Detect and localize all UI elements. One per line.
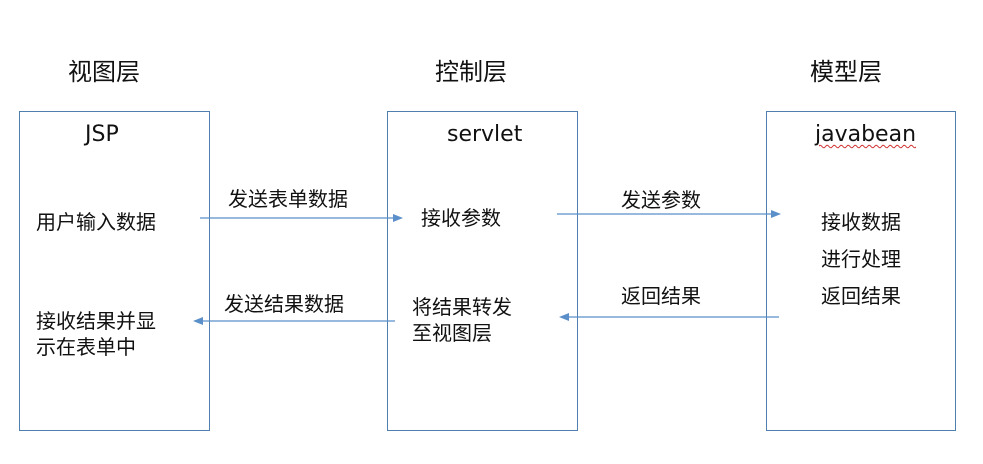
model-layer-title: 模型层 (810, 58, 882, 86)
controller-layer-box (387, 111, 578, 431)
arrowhead-controller-to-view (193, 317, 203, 325)
view-layer-box (19, 111, 210, 431)
display-result-line-1: 接收结果并显 (36, 309, 156, 333)
send-params-label: 发送参数 (621, 188, 701, 212)
display-result-line-2: 示在表单中 (36, 335, 136, 359)
arrowhead-view-to-controller (393, 214, 403, 222)
model-step-1: 接收数据 (821, 210, 901, 234)
forward-result-line-1: 将结果转发 (412, 295, 512, 319)
send-result-data-label: 发送结果数据 (224, 292, 344, 316)
model-layer-box (766, 111, 956, 431)
return-result-label: 返回结果 (621, 284, 701, 308)
forward-result-text: 将结果转发 至视图层 (412, 294, 512, 346)
display-result-text: 接收结果并显 示在表单中 (36, 308, 156, 360)
model-step-2: 进行处理 (821, 247, 901, 271)
model-step-3: 返回结果 (821, 284, 901, 308)
receive-params-text: 接收参数 (421, 206, 501, 230)
view-layer-title: 视图层 (68, 58, 140, 86)
forward-result-line-2: 至视图层 (412, 321, 492, 345)
servlet-title: servlet (447, 122, 523, 147)
send-form-data-label: 发送表单数据 (228, 187, 348, 211)
user-input-text: 用户输入数据 (36, 210, 156, 234)
jsp-title: JSP (85, 122, 119, 147)
arrowhead-model-to-controller (559, 313, 569, 321)
controller-layer-title: 控制层 (435, 58, 507, 86)
arrowhead-controller-to-model (771, 210, 781, 218)
javabean-title: javabean (815, 122, 917, 147)
